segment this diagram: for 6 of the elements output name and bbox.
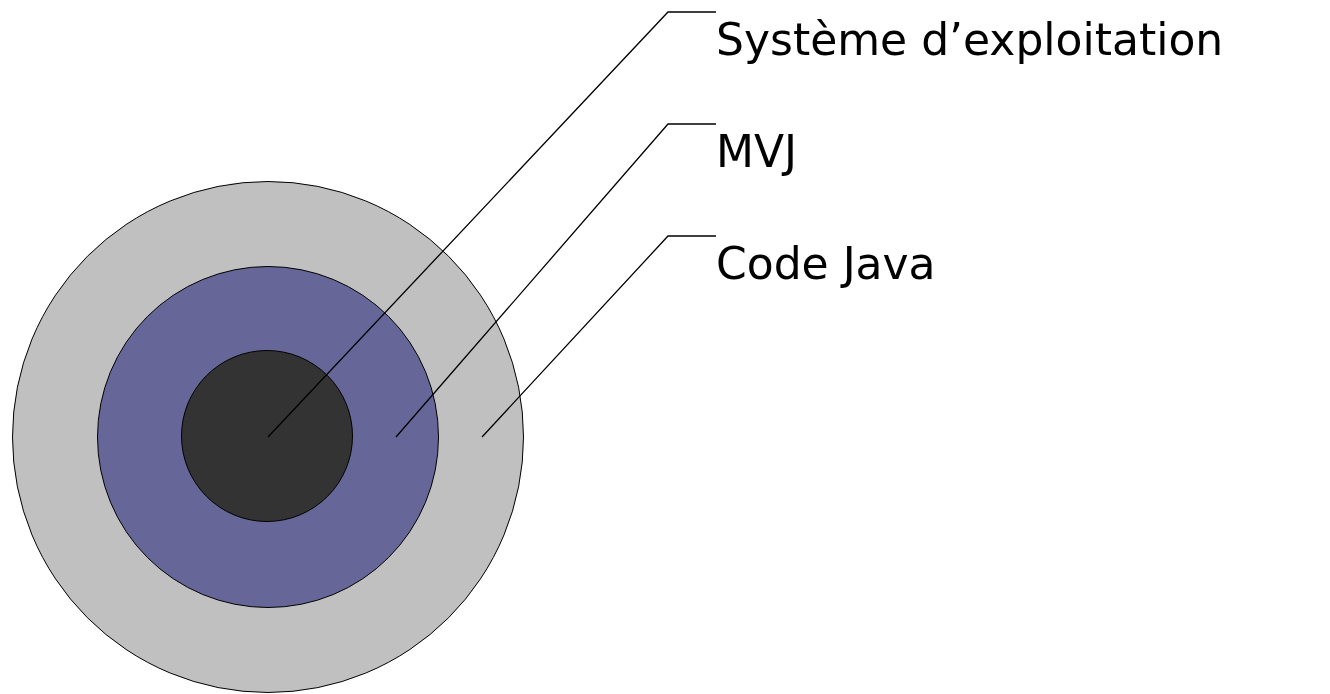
layer-label: Système d’exploitation: [716, 14, 1224, 66]
layer-label: Code Java: [716, 238, 936, 290]
leader-line: [481, 235, 717, 438]
leader-line: [267, 11, 717, 438]
leader-line: [395, 123, 717, 438]
layer-label: MVJ: [716, 126, 798, 178]
